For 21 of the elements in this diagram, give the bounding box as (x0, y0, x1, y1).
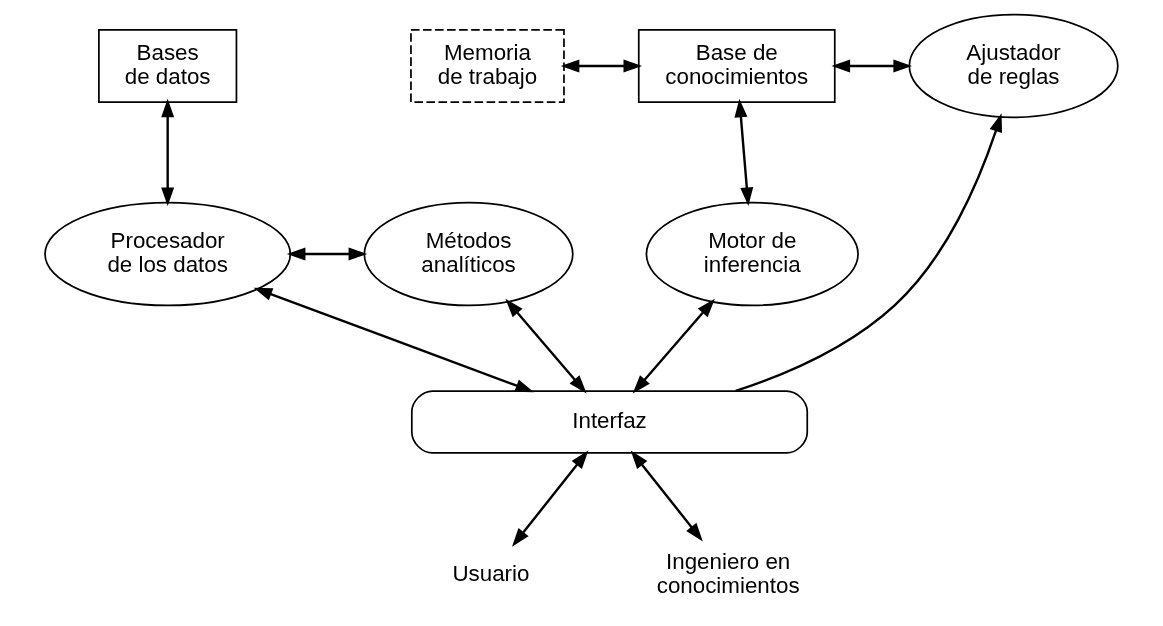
arrow (632, 298, 715, 394)
arrow (630, 450, 703, 542)
node-text: Ingeniero en conocimientos (656, 548, 800, 598)
arrow (505, 298, 587, 394)
arrow (560, 59, 643, 73)
node-box: Memoria de trabajo (410, 28, 565, 103)
arrow (512, 450, 589, 547)
arrow (831, 59, 912, 73)
node-text: Usuario (452, 560, 530, 586)
arrow (735, 113, 1003, 393)
node-ellipse: Métodos analíticos (363, 201, 574, 307)
node-box: Base de conocimientos (637, 28, 836, 103)
arrow (734, 98, 754, 207)
node-box: Bases de datos (98, 28, 238, 103)
node-ellipse: Procesador de los datos (44, 201, 292, 307)
node-box: Interfaz (410, 390, 809, 454)
arrow (161, 98, 175, 207)
arrow (253, 287, 535, 393)
arrow (286, 247, 368, 261)
node-ellipse: Motor de inferencia (645, 201, 859, 307)
node-ellipse: Ajustador de reglas (908, 13, 1119, 119)
